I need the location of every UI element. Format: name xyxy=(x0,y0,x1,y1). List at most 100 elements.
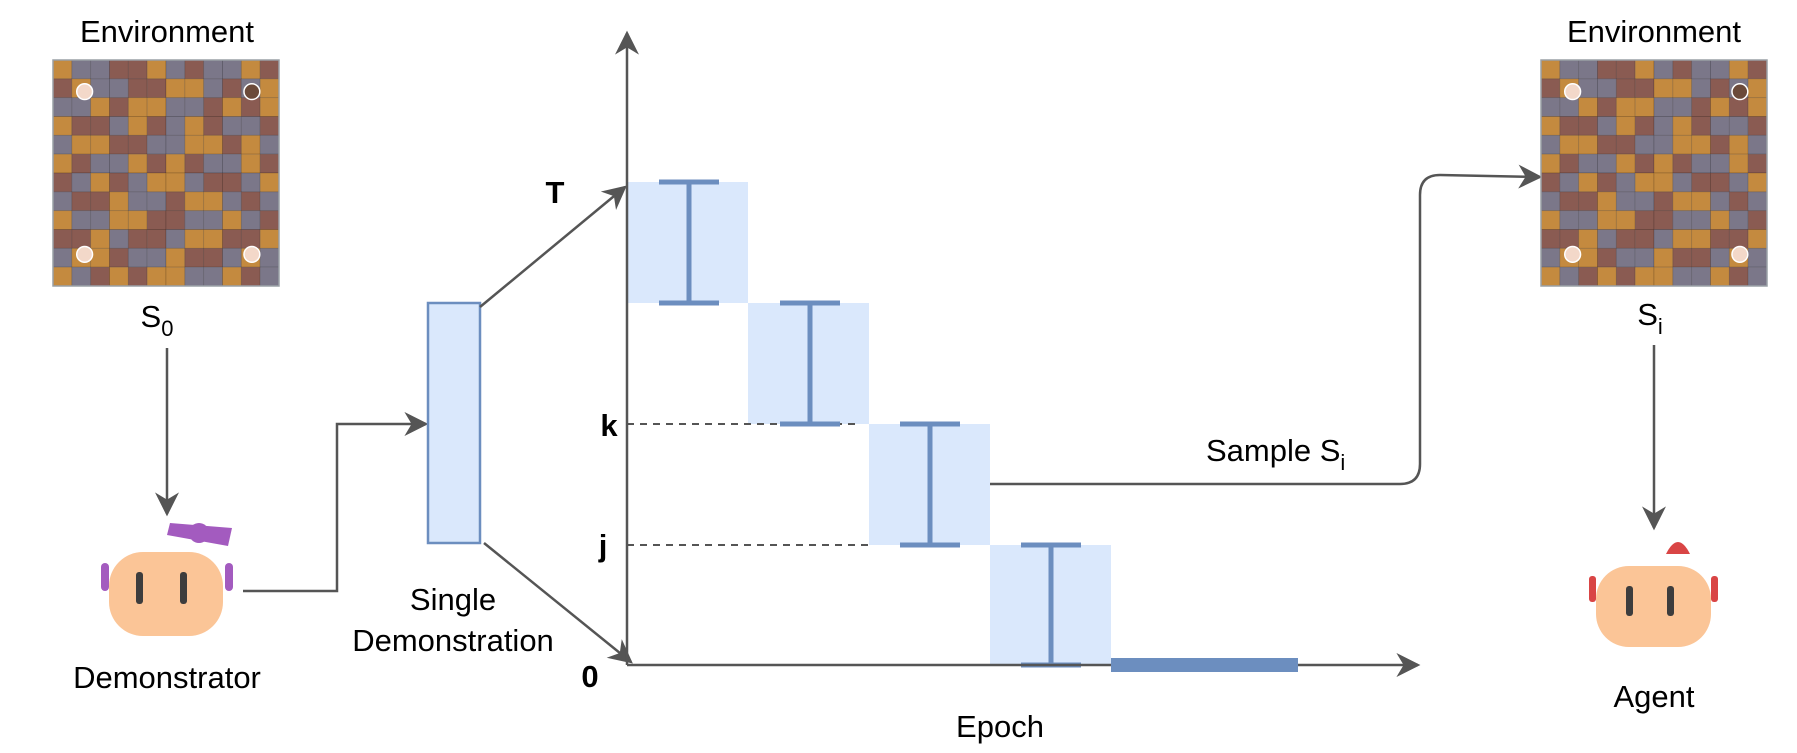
map-tile xyxy=(1540,191,1561,212)
map-tile xyxy=(127,229,148,249)
demonstrator-label: Demonstrator xyxy=(73,660,261,695)
agent-icon xyxy=(1589,542,1718,647)
map-tile xyxy=(90,116,110,136)
map-tile xyxy=(1710,247,1730,268)
map-tile xyxy=(1747,191,1768,212)
map-tile xyxy=(52,210,73,230)
map-tile xyxy=(259,210,280,230)
map-tile xyxy=(1597,247,1617,268)
map-tile xyxy=(1634,59,1655,80)
map-tile xyxy=(222,266,242,287)
map-tile xyxy=(1728,97,1749,117)
map-tile xyxy=(1747,247,1768,268)
map-tile xyxy=(259,191,280,212)
map-tile xyxy=(52,78,73,99)
map-tile xyxy=(71,191,92,212)
map-tile xyxy=(1615,266,1636,287)
map-tile xyxy=(222,116,242,136)
map-tile xyxy=(52,116,73,136)
y-tick-zero: 0 xyxy=(581,659,598,694)
map-tile xyxy=(222,247,242,268)
map-tile xyxy=(90,59,110,80)
map-tile xyxy=(146,97,167,117)
agent-ear-right xyxy=(1711,576,1718,602)
map-tile xyxy=(165,266,186,287)
map-tile xyxy=(1747,116,1768,136)
map-tile xyxy=(52,229,73,249)
map-tile xyxy=(1728,116,1749,136)
map-tile xyxy=(1728,266,1749,287)
map-tile xyxy=(259,78,280,99)
map-tile xyxy=(1728,210,1749,230)
map-tile xyxy=(146,191,167,212)
map-tile xyxy=(1710,59,1730,80)
arrow-demo-to-T xyxy=(479,185,627,308)
map-tile xyxy=(222,78,242,99)
map-tile xyxy=(109,229,129,249)
map-tile xyxy=(1747,78,1768,99)
map-tile xyxy=(127,210,148,230)
map-tile xyxy=(1578,191,1598,212)
map-tile xyxy=(71,134,92,155)
map-tile xyxy=(1653,134,1674,155)
map-tile xyxy=(1747,97,1768,117)
agent-hat xyxy=(1666,542,1690,554)
map-tile xyxy=(90,247,110,268)
map-tile xyxy=(259,59,280,80)
map-tile xyxy=(165,153,186,174)
map-tile xyxy=(1672,153,1693,174)
demonstrator-eye-right xyxy=(180,572,187,604)
player-marker-icon xyxy=(75,245,94,264)
agent-label: Agent xyxy=(1613,679,1694,714)
range-marker-3 xyxy=(900,421,960,548)
demonstrator-bow-knot xyxy=(189,523,209,543)
map-tile xyxy=(165,247,186,268)
map-tile xyxy=(1710,97,1730,117)
map-tile xyxy=(127,78,148,99)
map-tile xyxy=(184,97,205,117)
left-state-label: S0 xyxy=(141,299,174,341)
map-tile xyxy=(240,134,261,155)
map-tile xyxy=(1615,172,1636,193)
agent-face xyxy=(1596,566,1711,647)
map-tile xyxy=(146,266,167,287)
map-tile xyxy=(1634,97,1655,117)
map-tile xyxy=(90,134,110,155)
map-tile xyxy=(1540,59,1561,80)
map-tile xyxy=(1597,153,1617,174)
map-tile xyxy=(127,59,148,80)
map-tile xyxy=(240,266,261,287)
map-tile xyxy=(1653,266,1674,287)
map-tile xyxy=(1634,210,1655,230)
map-tile xyxy=(109,210,129,230)
map-tile xyxy=(1559,116,1580,136)
y-tick-T: T xyxy=(546,175,565,210)
map-tile xyxy=(240,191,261,212)
map-tile xyxy=(1728,229,1749,249)
map-tile xyxy=(1559,134,1580,155)
map-tile xyxy=(1728,153,1749,174)
map-tile xyxy=(203,78,223,99)
map-tile xyxy=(184,266,205,287)
map-tile xyxy=(203,153,223,174)
map-tile xyxy=(1578,134,1598,155)
map-tile xyxy=(90,97,110,117)
map-tile xyxy=(184,247,205,268)
demonstrator-icon xyxy=(101,523,233,636)
arrow-sample-to-env xyxy=(990,164,1543,486)
map-tile xyxy=(127,116,148,136)
map-tile xyxy=(146,210,167,230)
map-tile xyxy=(1597,172,1617,193)
map-tile xyxy=(109,59,129,80)
map-tile xyxy=(1559,172,1580,193)
map-tile xyxy=(1597,229,1617,249)
map-tile xyxy=(1559,229,1580,249)
map-tile xyxy=(165,78,186,99)
map-tile xyxy=(71,172,92,193)
map-tile xyxy=(1691,78,1711,99)
map-tile xyxy=(127,266,148,287)
map-tile xyxy=(1615,247,1636,268)
right-env-grid xyxy=(1540,59,1768,287)
map-tile xyxy=(1578,97,1598,117)
map-tile xyxy=(184,116,205,136)
